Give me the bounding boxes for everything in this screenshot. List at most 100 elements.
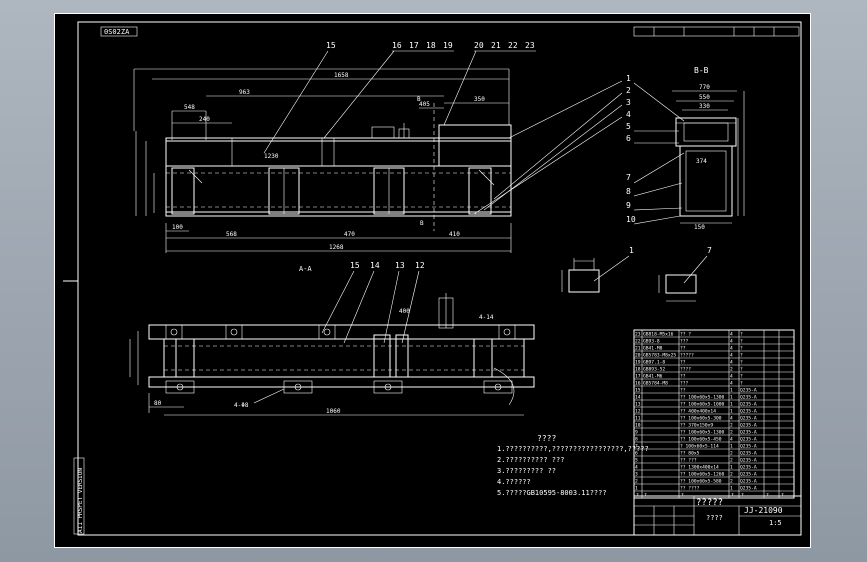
bom-cell-qty: 1 [730, 486, 733, 492]
dim-plan-400: 400 [399, 308, 410, 315]
note-4: 4.?????? [497, 478, 531, 486]
bom-cell-no: 6 [635, 451, 638, 457]
callout-p12: 12 [415, 261, 425, 270]
bom-cell-mat: ? [740, 346, 743, 352]
label-bb: B-B [694, 66, 709, 75]
dim-plan-holes: 4-Φ8 [234, 402, 249, 409]
dim-plan-80: 80 [154, 400, 162, 407]
drawing-sheet: A11 PRSPET VERSION 0S02ZA 1658 [54, 13, 811, 548]
bom-cell-qty: 4 [730, 353, 733, 359]
bom-cell-no: 18 [635, 367, 641, 373]
dim-330: 330 [699, 103, 710, 110]
callout-p14: 14 [370, 261, 380, 270]
bom-cell-no: 16 [635, 381, 641, 387]
dim-548: 548 [184, 104, 195, 111]
callout-detail-7: 7 [707, 246, 712, 255]
callout-22: 22 [508, 41, 518, 50]
bom-cell-name: ??? [680, 381, 689, 387]
bom-cell-mat: Q235-A [740, 486, 757, 492]
bom-cell-mat: Q235-A [740, 395, 757, 401]
bom-cell-name: ?? [680, 374, 686, 380]
bom-cell-no: 4 [635, 465, 638, 471]
bom-cell-qty: 2 [730, 472, 733, 478]
bom-cell-no: 23 [635, 332, 641, 338]
side-strip-text: A11 PRSPET VERSION [77, 468, 84, 533]
bom-cell-name: ?? ???? [680, 486, 700, 492]
label-aa: A-A [299, 265, 312, 273]
bom-cell-mat: Q235-A [740, 479, 757, 485]
callout-r1: 1 [626, 74, 631, 83]
bom-cell-no: 15 [635, 388, 641, 394]
dim-568: 568 [226, 231, 237, 238]
bom-cell-code: GB41-M8 [643, 346, 663, 352]
bom-cell-name: ?? 100x60x5-450 [680, 437, 722, 443]
dim-100: 100 [172, 224, 183, 231]
callout-r8: 8 [626, 187, 631, 196]
section-b-b-view: B-B 770 550 330 150 374 1 2 3 [626, 66, 745, 231]
bom-cell-mat: ? [740, 381, 743, 387]
bom-cell-mat: ? [740, 332, 743, 338]
bom-cell-qty: 2 [730, 430, 733, 436]
bom-cell-qty: 1 [730, 409, 733, 415]
bom-cell-mat: Q235-A [740, 416, 757, 422]
notes-title: ???? [537, 434, 556, 443]
bom-cell-mat: Q235-A [740, 388, 757, 394]
bom-cell-mat: ? [740, 360, 743, 366]
bom-cell-name: ?? 100x60x5-1300 [680, 430, 724, 436]
bom-cell-mat: Q235-A [740, 458, 757, 464]
bom-cell-code: GB93-8 [643, 339, 660, 345]
title-block: ????? JJ-21090 ???? 1:5 [633, 495, 802, 536]
bom-cell-name: ?? ??? [680, 458, 697, 464]
callout-15: 15 [326, 41, 336, 50]
bom-cell-mat: Q235-A [740, 465, 757, 471]
bom-cell-code: GB818-M5x16 [643, 332, 674, 338]
bom-cell-code: GB5784-M8 [643, 381, 668, 387]
bom-cell-mat: Q235-A [740, 409, 757, 415]
bom-cell-mat: Q235-A [740, 423, 757, 429]
bom-cell-no: 20 [635, 353, 641, 359]
bom-cell-name: ?? 1300x400x14 [680, 465, 719, 471]
front-view: 1658 963 548 240 405 350 [133, 41, 536, 273]
callout-p13: 13 [395, 261, 405, 270]
bom-cell-qty: 1 [730, 388, 733, 394]
bom-cell-mat: Q235-A [740, 444, 757, 450]
bom-cell-qty: 4 [730, 360, 733, 366]
bom-cell-no: 17 [635, 374, 641, 380]
bom-cell-no: 11 [635, 416, 641, 422]
title-block-scale: 1:5 [769, 519, 782, 527]
bom-cell-name: ?? ? [680, 332, 691, 338]
title-block-sub: ???? [706, 514, 723, 522]
technical-notes: ???? 1.??????????,?????????????????,????… [497, 434, 649, 497]
callout-r9: 9 [626, 201, 631, 210]
callout-18: 18 [426, 41, 436, 50]
bom-cell-no: 7 [635, 444, 638, 450]
callout-17: 17 [409, 41, 419, 50]
bom-cell-no: 3 [635, 472, 638, 478]
bom-cell-name: ?? 80x5 [680, 451, 700, 457]
bom-cell-no: 14 [635, 395, 641, 401]
dim-410: 410 [449, 231, 460, 238]
detail-part-7: 7 [658, 246, 712, 302]
dim-240: 240 [199, 116, 210, 123]
section-mark-b-top: B [417, 96, 421, 103]
bom-cell-name: ?? 100x60x5-1300 [680, 395, 724, 401]
corner-table [633, 26, 800, 37]
bom-cell-code: GB893-52 [643, 367, 665, 373]
bom-cell-name: ?? [680, 360, 686, 366]
side-strip [73, 457, 85, 535]
bom-cell-name: ?? 100x60x5-300 [680, 416, 722, 422]
callout-detail-1: 1 [629, 246, 634, 255]
bom-cell-no: 12 [635, 409, 641, 415]
bom-cell-qty: 4 [730, 437, 733, 443]
plan-view: 80 1060 4-Φ8 400 4-14 15 14 13 12 [129, 261, 535, 416]
callout-23: 23 [525, 41, 535, 50]
bom-cell-no: 10 [635, 423, 641, 429]
bom-cell-name: ?? 370x150x9 [680, 423, 713, 429]
title-block-code: JJ-21090 [744, 506, 783, 515]
bom-cell-qty: 4 [730, 346, 733, 352]
section-mark-b-bottom: B [420, 220, 424, 227]
title-block-name: ????? [696, 498, 723, 508]
cad-drawing: A11 PRSPET VERSION 0S02ZA 1658 [54, 13, 811, 548]
bom-cell-mat: Q235-A [740, 430, 757, 436]
